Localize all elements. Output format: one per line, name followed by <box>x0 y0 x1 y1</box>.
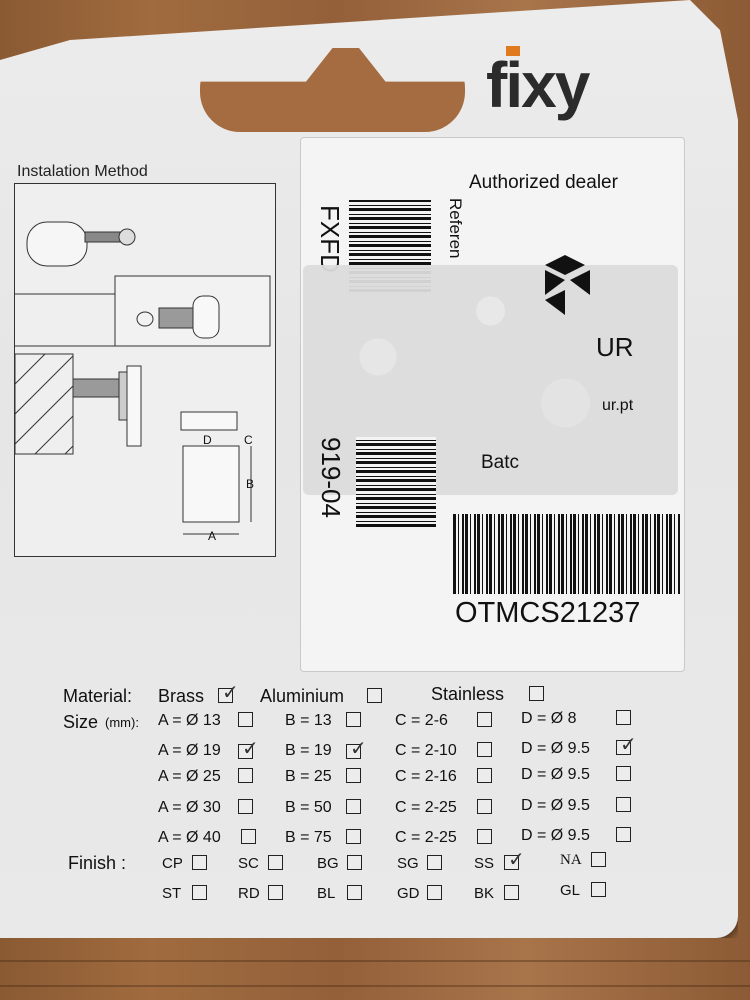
material-label: Material: <box>63 686 133 706</box>
finish-bl: BL <box>317 885 336 902</box>
size-c-2-checkbox[interactable] <box>477 768 492 783</box>
size-a-1: A = Ø 19 <box>158 742 221 759</box>
finish-cp: CP <box>162 855 183 872</box>
size-label: Size <box>63 712 99 732</box>
product-code-bottom: 919-04 <box>316 437 346 518</box>
finish-st-checkbox[interactable] <box>192 885 207 900</box>
size-a-3-checkbox[interactable] <box>238 799 253 814</box>
finish-bk-checkbox[interactable] <box>504 885 519 900</box>
material-aluminium-checkbox[interactable] <box>367 688 382 703</box>
size-d-1: D = Ø 9.5 <box>521 740 590 757</box>
wood-grain <box>0 985 750 987</box>
size-a-0: A = Ø 13 <box>158 712 221 729</box>
wood-grain <box>0 960 750 962</box>
finish-ss: SS <box>474 855 495 872</box>
size-a-0-checkbox[interactable] <box>238 712 253 727</box>
finish-bk: BK <box>474 885 495 902</box>
finish-gl: GL <box>560 882 581 899</box>
material-brass-checkbox[interactable] <box>218 680 239 705</box>
size-a-2: A = Ø 25 <box>158 768 221 785</box>
size-d-2: D = Ø 9.5 <box>521 766 590 783</box>
size-c-4-checkbox[interactable] <box>477 829 492 844</box>
dim-label-a: A <box>208 529 217 543</box>
material-stainless-checkbox[interactable] <box>529 686 544 701</box>
installation-drawing <box>14 221 271 535</box>
product-barcode <box>356 437 436 527</box>
size-c-3-checkbox[interactable] <box>477 799 492 814</box>
size-b-2-checkbox[interactable] <box>346 768 361 783</box>
dealer-url-fragment: ur.pt <box>602 397 634 414</box>
size-d-4: D = Ø 9.5 <box>521 827 590 844</box>
finish-bg-checkbox[interactable] <box>347 855 362 870</box>
finish-na: NA <box>560 852 582 868</box>
authorized-dealer-label: Authorized dealer <box>469 172 618 193</box>
size-c-1: C = 2-10 <box>395 742 457 759</box>
size-b-3-checkbox[interactable] <box>346 799 361 814</box>
reference-label: Referen <box>446 198 465 259</box>
finish-rd-checkbox[interactable] <box>268 885 283 900</box>
size-c-2: C = 2-16 <box>395 768 457 785</box>
size-b-4: B = 75 <box>285 829 332 846</box>
size-unit-label: (mm): <box>105 715 139 730</box>
batch-label: Batc <box>481 452 520 473</box>
finish-sg: SG <box>397 855 419 872</box>
installation-diagram: D C B A <box>14 183 276 557</box>
finish-ss-checkbox[interactable] <box>504 847 525 872</box>
size-d-1-checkbox[interactable] <box>616 732 637 757</box>
size-d-3: D = Ø 9.5 <box>521 797 590 814</box>
size-c-3: C = 2-25 <box>395 799 457 816</box>
size-a-2-checkbox[interactable] <box>238 768 253 783</box>
size-a-4-checkbox[interactable] <box>241 829 256 844</box>
material-aluminium-label: Aluminium <box>260 686 345 706</box>
finish-bg: BG <box>317 855 339 872</box>
finish-gd: GD <box>397 885 420 902</box>
finish-label: Finish : <box>68 853 127 873</box>
batch-barcode <box>453 514 681 594</box>
size-a-3: A = Ø 30 <box>158 799 221 816</box>
size-b-3: B = 50 <box>285 799 332 816</box>
size-d-0-checkbox[interactable] <box>616 710 631 725</box>
finish-na-checkbox[interactable] <box>591 852 606 867</box>
finish-cp-checkbox[interactable] <box>192 855 207 870</box>
dealer-name-fragment: UR <box>596 332 634 362</box>
size-c-1-checkbox[interactable] <box>477 742 492 757</box>
size-b-1: B = 19 <box>285 742 332 759</box>
material-brass-label: Brass <box>158 686 205 706</box>
finish-sc-checkbox[interactable] <box>268 855 283 870</box>
size-a-1-checkbox[interactable] <box>238 736 259 761</box>
logo-accent <box>506 46 520 56</box>
product-code-top: FXFD <box>315 205 345 273</box>
size-d-2-checkbox[interactable] <box>616 766 631 781</box>
finish-sc: SC <box>238 855 259 872</box>
finish-rd: RD <box>238 885 260 902</box>
size-c-4: C = 2-25 <box>395 829 457 846</box>
dim-label-c: C <box>244 433 253 447</box>
dealer-logo-icon <box>545 255 590 315</box>
material-stainless-label: Stainless <box>431 684 505 704</box>
size-b-1-checkbox[interactable] <box>346 736 367 761</box>
finish-gl-checkbox[interactable] <box>591 882 606 897</box>
finish-bl-checkbox[interactable] <box>347 885 362 900</box>
finish-st: ST <box>162 885 182 902</box>
size-d-0: D = Ø 8 <box>521 710 577 727</box>
size-b-2: B = 25 <box>285 768 332 785</box>
size-d-3-checkbox[interactable] <box>616 797 631 812</box>
size-c-0-checkbox[interactable] <box>477 712 492 727</box>
installation-title: Instalation Method <box>17 163 148 180</box>
size-b-4-checkbox[interactable] <box>346 829 361 844</box>
size-c-0: C = 2-6 <box>395 712 448 729</box>
size-b-0: B = 13 <box>285 712 332 729</box>
dim-label-b: B <box>246 477 255 491</box>
finish-sg-checkbox[interactable] <box>427 855 442 870</box>
batch-number: OTMCS21237 <box>455 597 641 629</box>
size-b-0-checkbox[interactable] <box>346 712 361 727</box>
brand-logo: fixy <box>486 49 590 121</box>
size-d-4-checkbox[interactable] <box>616 827 631 842</box>
finish-gd-checkbox[interactable] <box>427 885 442 900</box>
size-a-4: A = Ø 40 <box>158 829 221 846</box>
dim-label-d: D <box>203 433 212 447</box>
